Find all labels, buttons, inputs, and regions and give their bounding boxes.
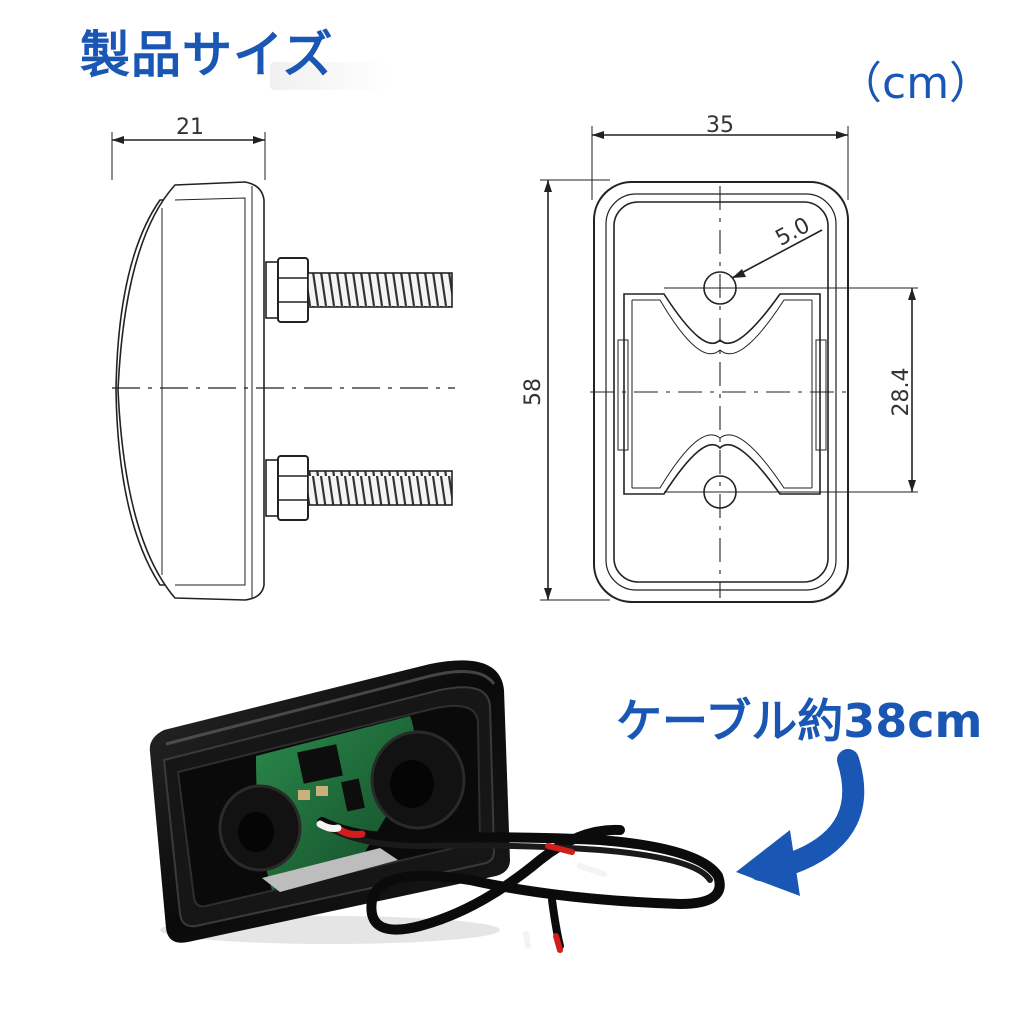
unit-label: （cm） xyxy=(838,58,994,109)
cable-black xyxy=(317,817,725,935)
hole-spacing-label: 28.4 xyxy=(889,368,914,417)
cable-white-wire xyxy=(316,820,342,832)
product-photo xyxy=(149,660,725,953)
title-underlay xyxy=(270,62,390,90)
front-view xyxy=(540,126,918,603)
page-title: 製品サイズ xyxy=(80,26,334,84)
side-width-label: 21 xyxy=(176,115,204,140)
front-height-label: 58 xyxy=(521,378,546,406)
front-mounting-recess xyxy=(623,293,821,495)
side-view xyxy=(111,132,455,601)
cable-length-label: ケーブル約38cm xyxy=(616,694,983,748)
lower-bolt xyxy=(265,455,453,521)
hole-diameter-leader xyxy=(731,229,823,279)
front-width-label: 35 xyxy=(706,113,734,138)
upper-bolt xyxy=(265,257,453,323)
cable-red-wire xyxy=(336,826,366,838)
side-housing-outline xyxy=(117,181,265,601)
curved-arrow-icon xyxy=(736,749,865,896)
